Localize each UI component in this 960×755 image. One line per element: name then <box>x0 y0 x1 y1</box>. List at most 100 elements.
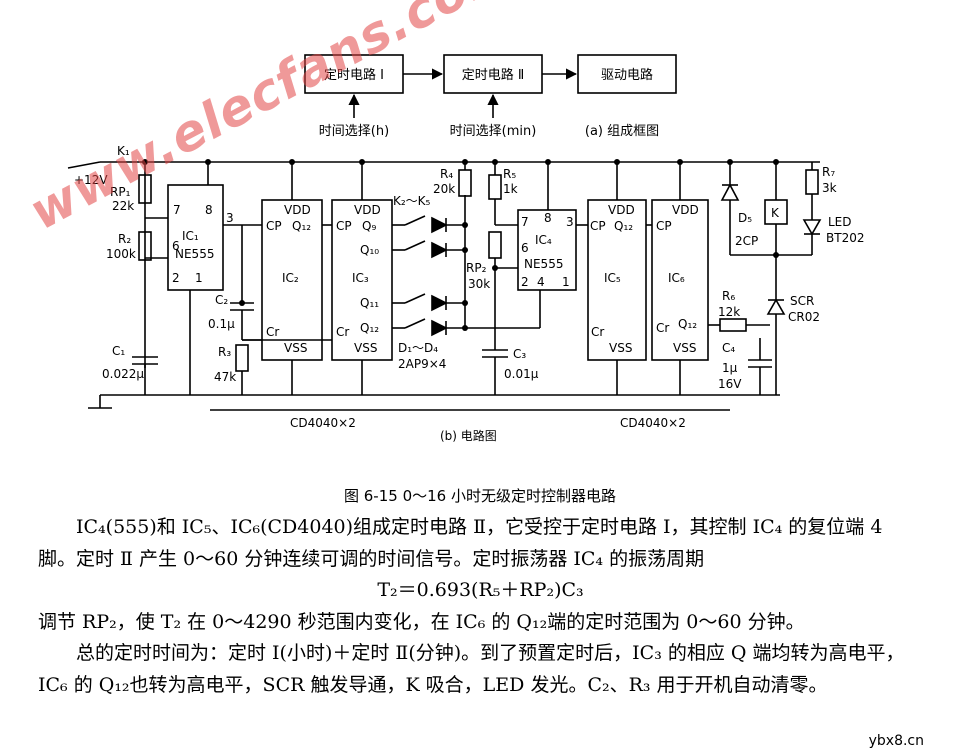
paragraph-2: 调节 RP₂，使 T₂ 在 0～4290 秒范围内变化，在 IC₆ 的 Q₁₂端… <box>38 610 805 633</box>
label-scr: SCR <box>790 294 814 308</box>
ic3-q12: Q₁₂ <box>360 321 379 335</box>
label-c4: C₄ <box>722 341 735 355</box>
label-r5-value: 1k <box>503 182 518 196</box>
label-r6: R₆ <box>722 289 735 303</box>
label-pin8: 8 <box>205 203 213 217</box>
label-pin6: 6 <box>172 239 180 253</box>
r6-resistor <box>719 318 747 332</box>
ic3-vdd: VDD <box>354 203 381 217</box>
label-pin2: 2 <box>172 271 180 285</box>
label-r2-value: 100k <box>106 247 136 261</box>
ic6-vdd: VDD <box>672 203 699 217</box>
label-r7-value: 3k <box>822 181 837 195</box>
r2-resistor <box>138 231 152 261</box>
label-k1: K₁ <box>117 144 130 158</box>
ic3-q10: Q₁₀ <box>360 243 379 257</box>
ic6-vss: VSS <box>673 341 696 355</box>
time-select-hours: 时间选择(h) <box>319 124 389 139</box>
label-pin7: 7 <box>173 203 181 217</box>
label-scr-value: CR02 <box>788 310 820 324</box>
label-r3: R₃ <box>218 345 231 359</box>
label-12v: +12V <box>74 173 108 187</box>
ic2-cr: Cr <box>266 325 279 339</box>
label-c4-value1: 1μ <box>722 361 738 375</box>
ic5-q12: Q₁₂ <box>614 219 633 233</box>
ic2-name: IC₂ <box>282 271 299 285</box>
label-c1-value: 0.022μ <box>102 367 144 381</box>
label-rp2-value: 30k <box>468 277 490 291</box>
ic6-q12: Q₁₂ <box>678 317 697 331</box>
label-r2: R₂ <box>118 232 131 246</box>
ic6-name: IC₆ <box>668 271 685 285</box>
ic3-cr: Cr <box>336 325 349 339</box>
label-led-value: BT202 <box>826 231 864 245</box>
label-d5-value: 2CP <box>735 234 758 248</box>
ic2-vdd: VDD <box>284 203 311 217</box>
ic4-pin2: 2 <box>521 275 529 289</box>
ic5-cr: Cr <box>591 325 604 339</box>
ic2-vss: VSS <box>284 341 307 355</box>
ic5-name: IC₅ <box>604 271 621 285</box>
circuit-schematic: 定时电路 I 定时电路 Ⅱ 驱动电路 时间选择(h) 时间选择(min) (a)… <box>67 54 864 443</box>
ic4-pin8: 8 <box>544 211 552 225</box>
ic6-cr: Cr <box>656 321 669 335</box>
label-relay-k: K <box>771 206 780 220</box>
label-d5: D₅ <box>738 211 752 225</box>
label-c3-value: 0.01μ <box>504 367 539 381</box>
block-driver <box>577 54 677 94</box>
label-r4: R₄ <box>440 167 453 181</box>
r7-resistor <box>805 169 819 195</box>
label-diodes: 2AP9×4 <box>398 357 446 371</box>
ic4-pin1: 1 <box>562 275 570 289</box>
paragraph-3: 总的定时时间为：定时 Ⅰ(小时)＋定时 Ⅱ(分钟)。到了预置定时后，IC₃ 的相… <box>38 642 905 696</box>
ic4-pin6: 6 <box>521 241 529 255</box>
ic2-cp: CP <box>266 219 282 233</box>
block-sublabel: (a) 组成框图 <box>585 124 659 139</box>
ic5-vdd: VDD <box>608 203 635 217</box>
label-c2: C₂ <box>215 293 228 307</box>
label-r6-value: 12k <box>718 305 740 319</box>
r4-resistor <box>458 169 472 197</box>
block-driver-label: 驱动电路 <box>601 67 653 83</box>
rp2-resistor <box>488 231 502 259</box>
ic3-q9: Q₉ <box>362 219 376 233</box>
footer-watermark: ybx8.cn <box>868 733 924 749</box>
figure-caption: 图 6-15 0～16 小时无级定时控制器电路 <box>344 487 616 505</box>
label-led: LED <box>828 215 852 229</box>
ic1-box <box>167 184 224 291</box>
ic4-name: IC₄ <box>535 233 552 247</box>
label-r5: R₅ <box>503 167 516 181</box>
ic5-cp: CP <box>590 219 606 233</box>
label-cd4040-right: CD4040×2 <box>620 416 686 430</box>
time-select-minutes: 时间选择(min) <box>450 124 537 139</box>
ic3-vss: VSS <box>354 341 377 355</box>
label-c1: C₁ <box>112 344 125 358</box>
label-r4-value: 20k <box>433 182 455 196</box>
label-c3: C₃ <box>513 347 526 361</box>
label-r3-value: 47k <box>214 370 236 384</box>
switch-diode-array <box>392 195 466 337</box>
label-cd4040-left: CD4040×2 <box>290 416 356 430</box>
label-c4-value2: 16V <box>718 377 742 391</box>
r5-resistor <box>488 174 502 200</box>
circuit-subcaption: (b) 电路图 <box>440 428 497 443</box>
label-rp1: RP₁ <box>110 185 131 199</box>
rp1-resistor <box>138 174 152 204</box>
ic5-vss: VSS <box>609 341 632 355</box>
body-text: IC₄(555)和 IC₅、IC₆(CD4040)组成定时电路 Ⅱ，它受控于定时… <box>38 512 923 701</box>
label-c2-value: 0.1μ <box>208 317 235 331</box>
block-timer1-label: 定时电路 I <box>324 67 384 83</box>
ic3-q11: Q₁₁ <box>360 296 379 310</box>
block-timer2-label: 定时电路 Ⅱ <box>462 67 525 83</box>
ic4-ne555: NE555 <box>524 257 563 271</box>
ic4-pin3: 3 <box>566 215 574 229</box>
ic4-pin4: 4 <box>537 275 545 289</box>
label-pin1: 1 <box>195 271 203 285</box>
label-pin3: 3 <box>226 211 234 225</box>
label-rp2: RP₂ <box>466 261 487 275</box>
ic4-box <box>517 209 577 291</box>
label-r7: R₇ <box>822 165 835 179</box>
label-d1-d4: D₁～D₄ <box>398 341 438 355</box>
ic4-pin7: 7 <box>521 215 529 229</box>
r3-resistor <box>235 344 249 372</box>
